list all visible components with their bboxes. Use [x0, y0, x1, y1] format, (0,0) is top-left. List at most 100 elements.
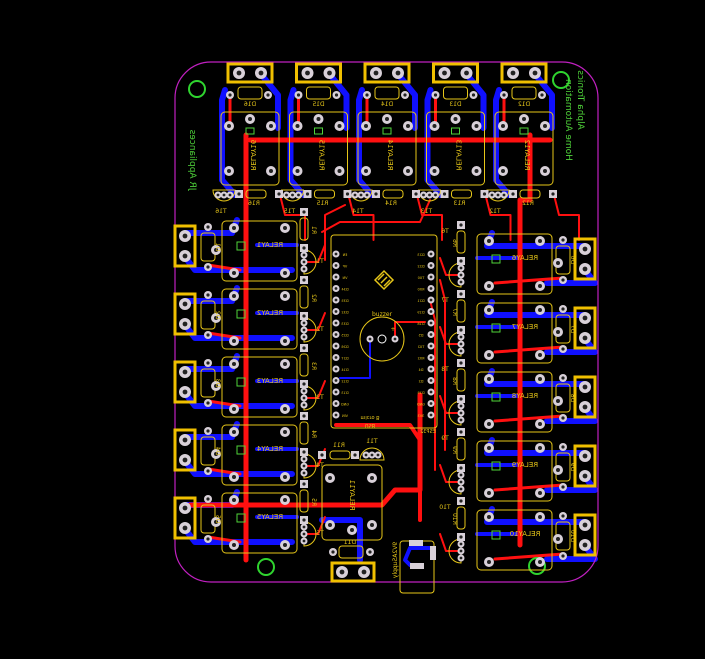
- pad-hole: [582, 404, 588, 410]
- pad-hole: [373, 70, 379, 76]
- top-trace: [347, 194, 375, 241]
- pad-hole: [538, 560, 542, 564]
- pad-hole: [248, 117, 252, 121]
- pad-hole: [538, 446, 542, 450]
- pad-hole: [283, 226, 287, 230]
- pad-hole: [302, 246, 306, 250]
- pad-hole: [302, 278, 306, 282]
- pad-hole: [429, 333, 433, 336]
- pad-hole: [258, 70, 264, 76]
- terminal-block: [226, 62, 274, 84]
- pad-hole: [487, 239, 491, 243]
- pad-hole: [232, 475, 236, 479]
- pad-hole: [582, 522, 588, 528]
- pad-hole: [487, 515, 491, 519]
- pad-hole: [228, 193, 232, 197]
- pad-hole: [459, 499, 463, 503]
- pad-hole: [302, 210, 306, 214]
- pin-label: EN: [342, 253, 347, 257]
- diode-label: D3: [214, 379, 221, 388]
- pad-hole: [511, 192, 515, 196]
- pad-hole: [365, 93, 369, 97]
- pad-hole: [206, 537, 210, 541]
- pad-hole: [459, 273, 463, 277]
- pad-hole: [374, 192, 378, 196]
- transistor-label: T7: [441, 297, 450, 304]
- bottom-trace: [257, 70, 281, 131]
- pad-hole: [302, 482, 306, 486]
- pin-label: D21: [417, 299, 424, 303]
- pin-label: GND: [417, 403, 425, 407]
- pad-hole: [182, 525, 188, 531]
- pad-hole: [432, 169, 437, 173]
- pin-label: D33: [341, 322, 348, 326]
- relay-label: RELAY13: [455, 140, 463, 171]
- pad-hole: [429, 264, 433, 267]
- pad-hole: [283, 362, 287, 366]
- pin-label: VP: [343, 265, 348, 269]
- pad-hole: [302, 346, 306, 350]
- pad-hole: [429, 252, 433, 256]
- pad-hole: [459, 430, 463, 434]
- pad-hole: [459, 487, 463, 491]
- pad-hole: [277, 192, 281, 196]
- pad-hole: [459, 473, 463, 477]
- diode-label: D16: [244, 101, 256, 108]
- pad-hole: [206, 401, 210, 405]
- pad-hole: [334, 333, 338, 336]
- board-title: Home Automation: [563, 79, 573, 161]
- relay-label: RELAY7: [512, 323, 538, 331]
- pad-hole: [266, 93, 270, 97]
- pad-hole: [283, 430, 287, 434]
- pin-label: RX0: [417, 288, 424, 292]
- transistor-label: T16: [215, 208, 227, 215]
- pad-hole: [556, 468, 560, 472]
- pad-hole: [206, 333, 210, 337]
- pad-hole: [364, 124, 368, 128]
- pad-hole: [487, 422, 491, 426]
- resistor-label: R4: [310, 430, 317, 438]
- pad-hole: [459, 292, 463, 296]
- relay-outline: [221, 220, 298, 282]
- pad-hole: [459, 549, 463, 553]
- pad-hole: [334, 390, 338, 394]
- pad-hole: [206, 429, 210, 433]
- pad-hole: [442, 192, 447, 196]
- pad-hole: [376, 453, 380, 457]
- resistor-label: R2: [310, 294, 317, 302]
- diode-outline: [306, 86, 331, 100]
- relay-outline: [221, 356, 298, 418]
- transistor-outline: [303, 249, 317, 275]
- bottom-trace: [182, 322, 295, 341]
- usb-label: USB: [365, 422, 376, 428]
- supply-pad: [409, 540, 423, 546]
- pad-hole: [182, 301, 188, 307]
- pin-label: D18: [417, 322, 424, 326]
- pin-label: 3V3: [418, 414, 425, 418]
- pad-hole: [214, 384, 218, 388]
- transistor-outline: [448, 469, 462, 495]
- pad-hole: [302, 382, 306, 386]
- resistor-label: R14: [385, 200, 397, 207]
- pin-label: D23: [417, 253, 424, 257]
- pad-hole: [236, 70, 242, 76]
- diode-label: D4: [214, 447, 221, 456]
- pad-hole: [334, 379, 338, 382]
- top-trace: [394, 321, 426, 340]
- pad-hole: [370, 523, 374, 527]
- coil-symbol: [491, 461, 501, 471]
- pin-label: D14: [341, 368, 349, 372]
- pad-hole: [538, 491, 542, 495]
- resistor-outline: [456, 437, 466, 461]
- diode-outline: [374, 86, 400, 100]
- pad-hole: [582, 315, 588, 321]
- pin-label: D4: [418, 368, 424, 372]
- pad-hole: [474, 124, 479, 128]
- pad-hole: [206, 225, 210, 229]
- diode-label: D7: [569, 325, 576, 334]
- top-trace: [429, 299, 436, 471]
- pad-hole: [295, 169, 300, 173]
- pad-hole: [214, 316, 218, 320]
- pad-hole: [283, 475, 287, 479]
